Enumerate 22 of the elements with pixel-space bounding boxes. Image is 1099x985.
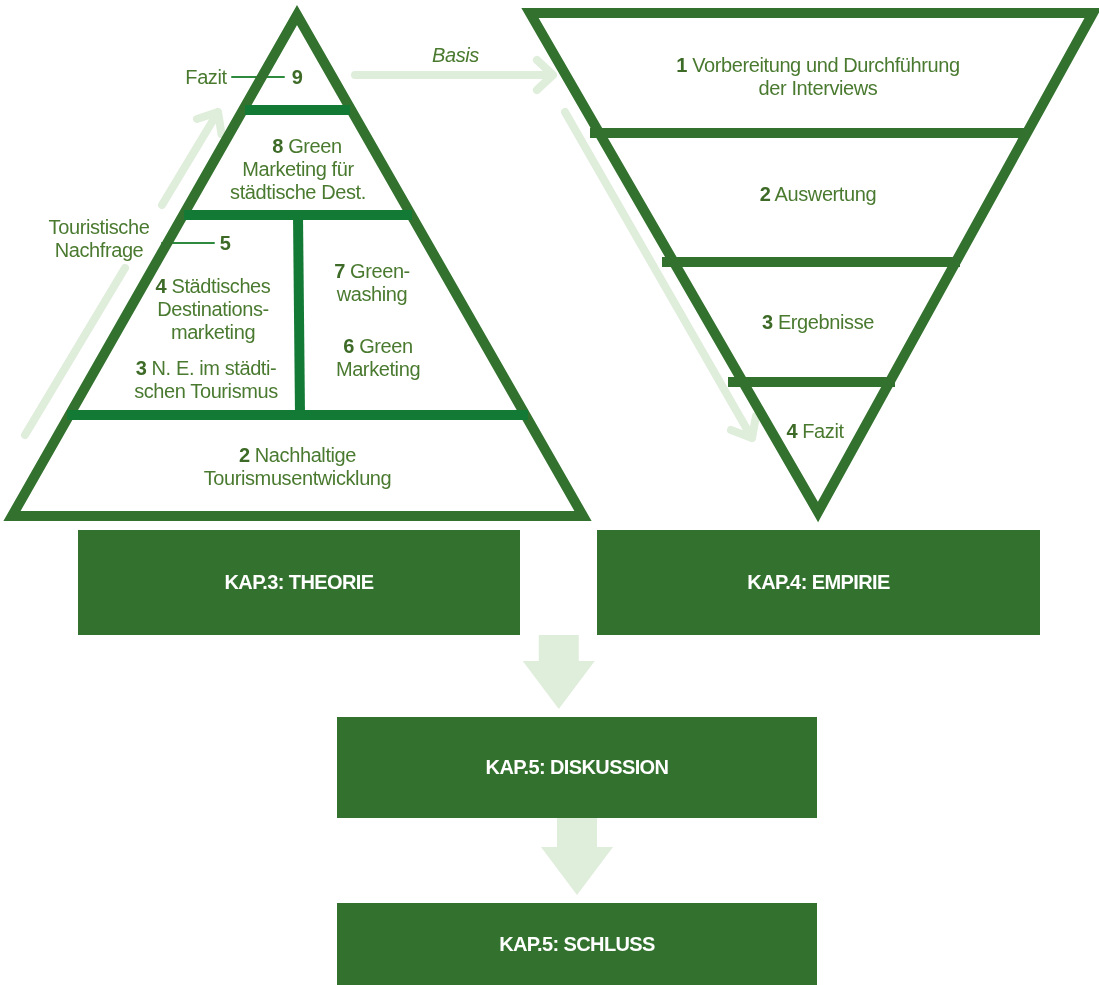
chapter-box: KAP.5: DISKUSSION [337, 717, 817, 818]
annotation-text: Touristische Nachfrage [36, 214, 162, 264]
chapter-box: KAP.3: THEORIE [78, 530, 520, 635]
section-label: 3 N. E. im städti- schen Tourismus [114, 355, 298, 405]
section-label: 8 Green Marketing für städtische Dest. [212, 132, 384, 206]
arrow [351, 56, 557, 94]
section-label: 4 Fazit [775, 417, 855, 445]
block-arrow [541, 818, 613, 895]
chapter-box: KAP.4: EMPIRIE [597, 530, 1040, 635]
section-label: 5 [214, 230, 236, 256]
leader-line [161, 242, 215, 244]
section-label: 2 Nachhaltige Tourismusentwicklung [170, 442, 425, 492]
section-label: 1 Vorbereitung und Durchführung der Interviews [676, 52, 960, 102]
section-label: 3 Ergebnisse [730, 308, 906, 336]
section-label: 7 Green- washing [322, 258, 422, 308]
block-arrow [522, 635, 595, 709]
annotation-text: Fazit [180, 64, 232, 90]
chapter-box: KAP.5: SCHLUSS [337, 903, 817, 985]
section-label: 2 Auswertung [720, 180, 916, 208]
section-label: 9 [284, 64, 310, 90]
section-label: 4 Städtisches Destinations- marketing [140, 272, 286, 346]
section-label: 6 Green Marketing [318, 333, 438, 383]
